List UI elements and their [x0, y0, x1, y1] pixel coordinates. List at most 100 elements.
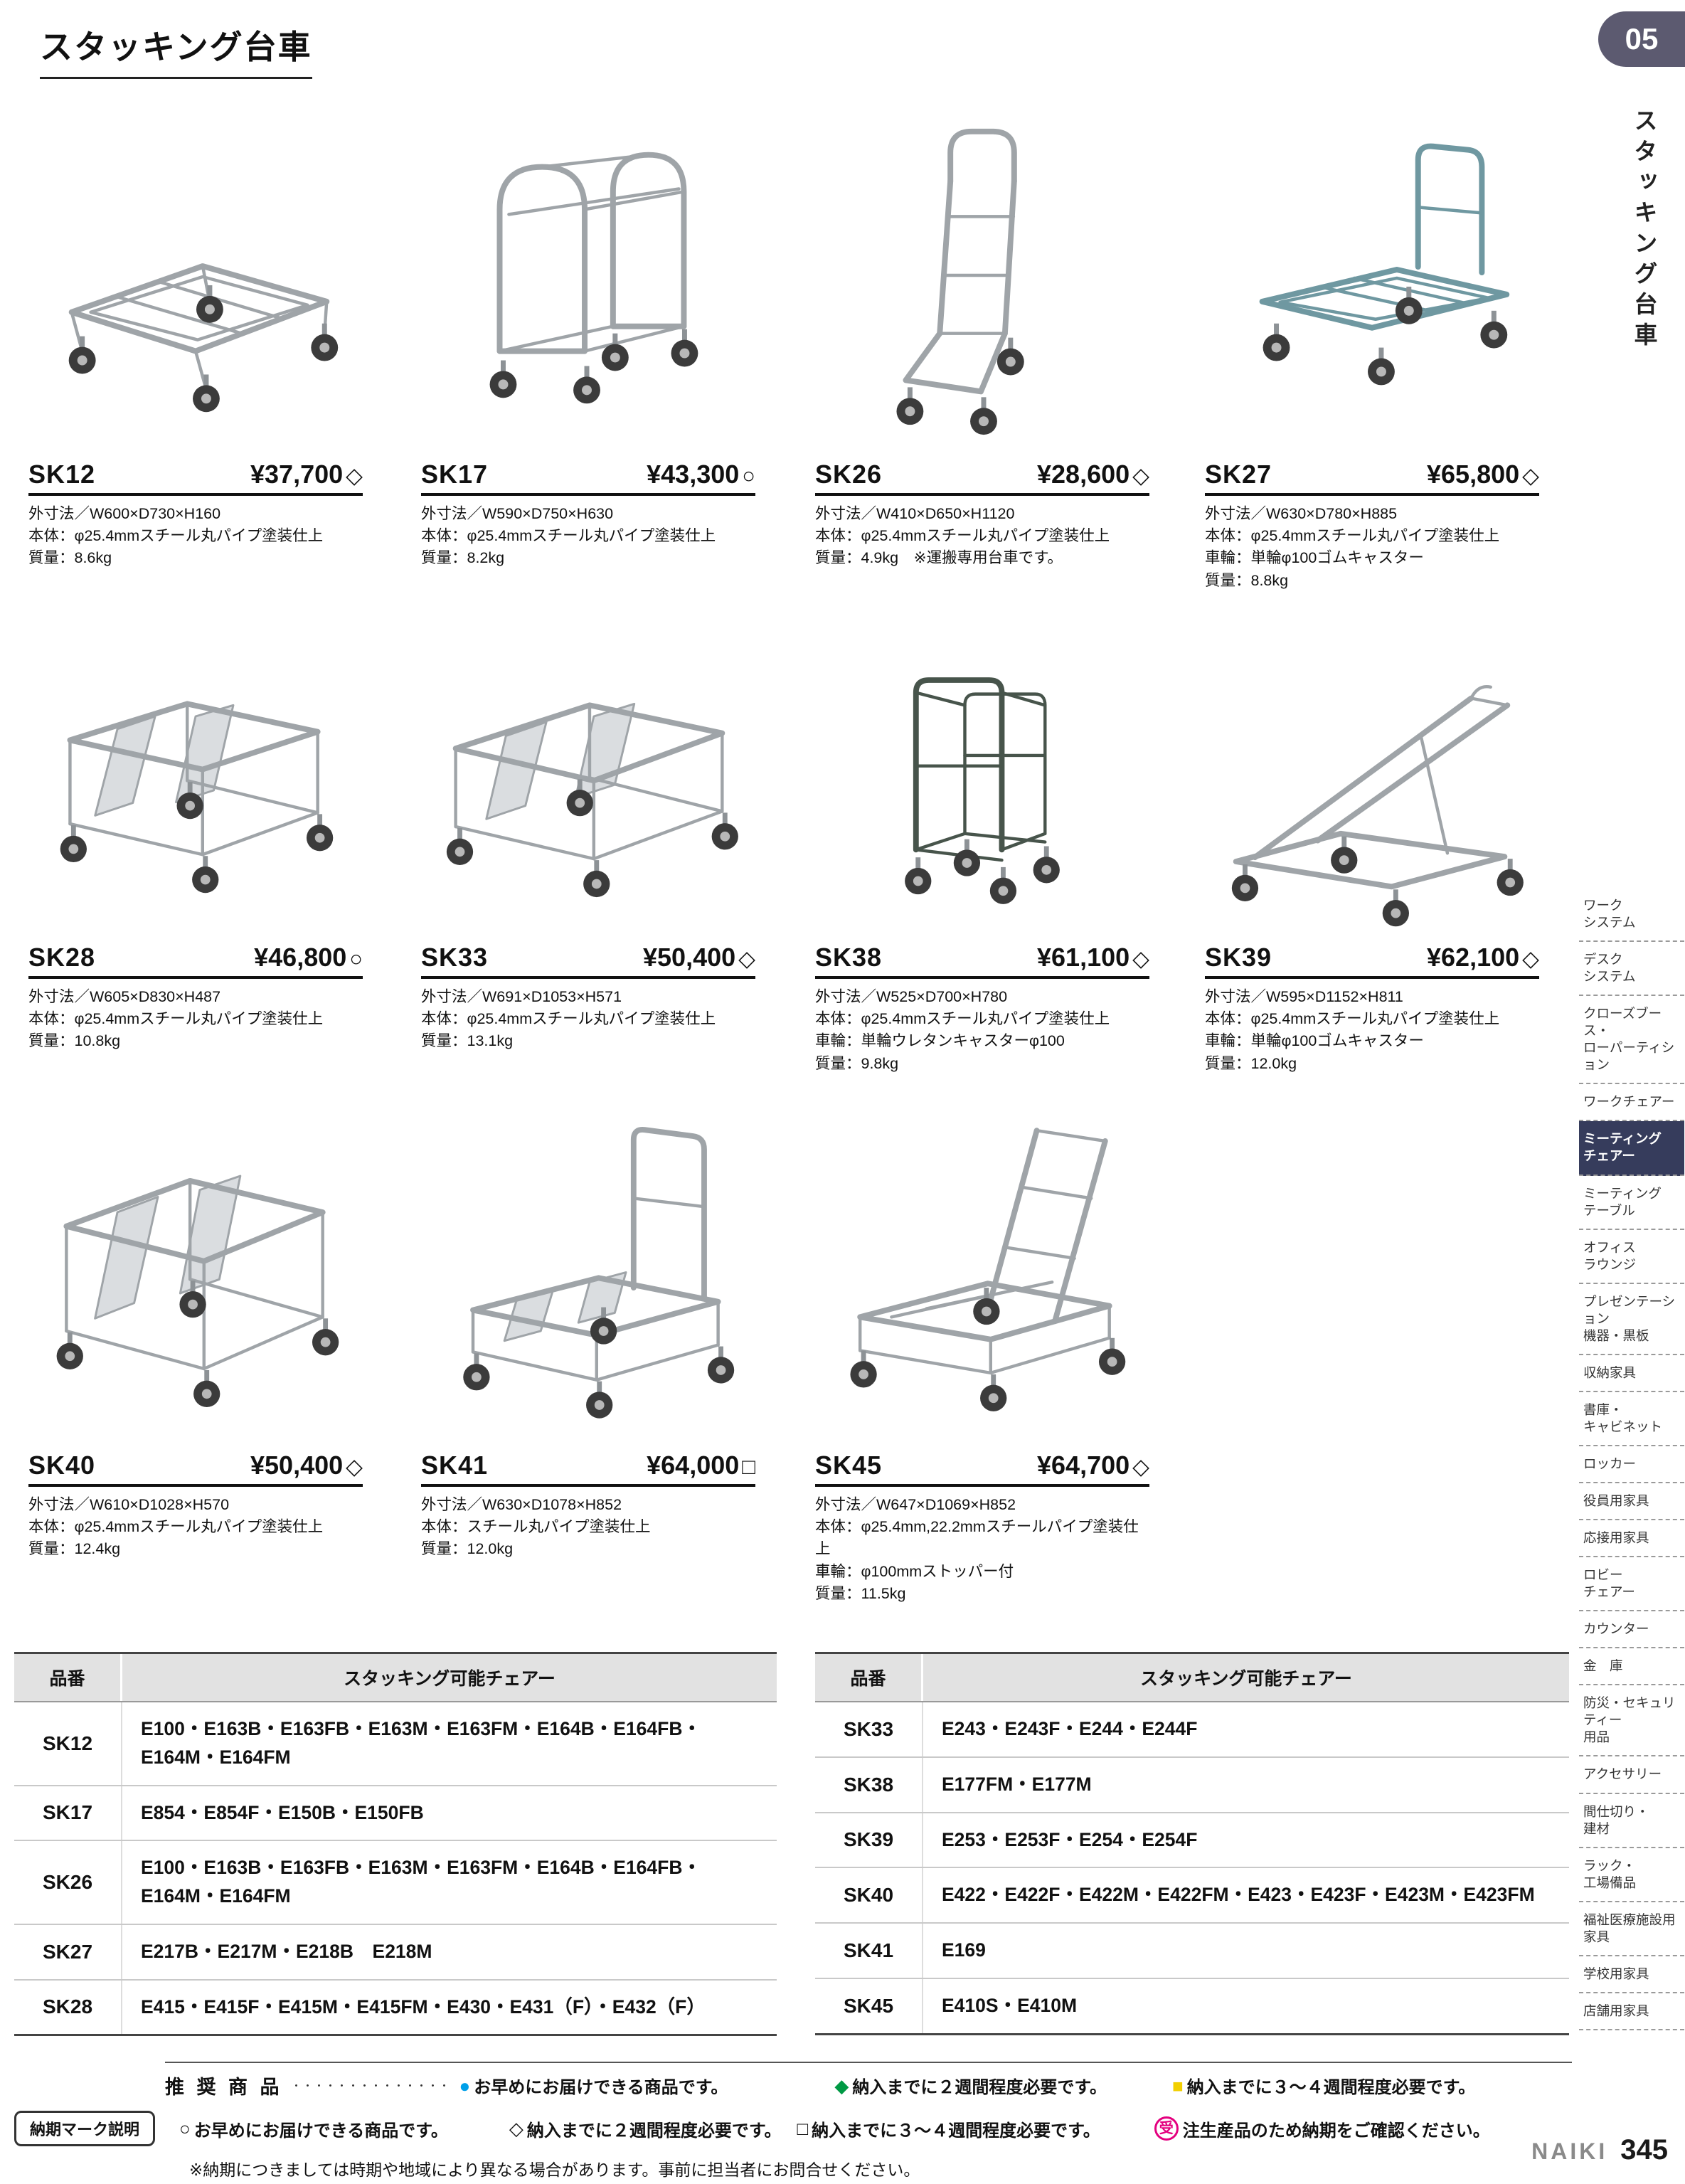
- made-to-order-mark: 受: [1154, 2116, 1179, 2141]
- product-card-sk28: SK28 ¥46,800○ 外寸法／W605×D830×H487 本体：φ25.…: [28, 644, 363, 1053]
- cell-code: SK27: [14, 1924, 122, 1979]
- product-name-row: SK12 ¥37,700◇: [28, 460, 363, 496]
- product-spec: 質量：8.2kg: [421, 549, 505, 567]
- product-image-sk45-handle-cart: [815, 1099, 1149, 1445]
- table-row: SK12 E100・E163B・E163FB・E163M・E163FM・E164…: [14, 1702, 777, 1786]
- product-spec: 本体：φ25.4mmスチール丸パイプ塗装仕上: [1205, 527, 1500, 545]
- sidebar-item-meeting-table[interactable]: ミーティング テーブル: [1579, 1176, 1684, 1230]
- sidebar-item-meeting-chair[interactable]: ミーティング チェアー: [1579, 1121, 1684, 1176]
- price-value: ¥62,100: [1427, 943, 1520, 972]
- product-code: SK40: [28, 1451, 96, 1480]
- yellow-square-mark: ■: [1171, 2074, 1184, 2096]
- delivery-mark: ○: [742, 463, 755, 488]
- product-image-sk12-flat-dolly: [28, 100, 363, 454]
- delivery-mark: ◇: [1132, 1454, 1149, 1479]
- product-spec: 外寸法／W590×D750×H630: [421, 505, 614, 522]
- legend-text: 納入までに３〜４週間程度必要です。: [1186, 2078, 1476, 2097]
- product-name-row: SK17 ¥43,300○: [421, 460, 755, 496]
- sidebar-item-accessory[interactable]: アクセサリー: [1579, 1756, 1684, 1794]
- cell-code: SK26: [14, 1841, 122, 1924]
- product-price: ¥28,600◇: [1037, 460, 1149, 489]
- category-sidebar: ワーク システム デスク システム クローズブース・ ローパーティション ワーク…: [1579, 888, 1684, 2030]
- sidebar-item-counter[interactable]: カウンター: [1579, 1611, 1684, 1649]
- sidebar-item-reception[interactable]: 応接用家具: [1579, 1520, 1684, 1558]
- legend-item: ◆納入までに２週間程度必要です。: [834, 2073, 1107, 2098]
- delivery-mark: ◇: [1522, 946, 1539, 971]
- cell-code: SK33: [815, 1702, 923, 1756]
- sidebar-item-shop[interactable]: 店舗用家具: [1579, 1993, 1684, 2030]
- product-spec: 本体：φ25.4mmスチール丸パイプ塗装仕上: [421, 1010, 716, 1028]
- white-circle-mark: ○: [179, 2118, 191, 2139]
- sidebar-item-cabinet[interactable]: 書庫・ キャビネット: [1579, 1392, 1684, 1446]
- sidebar-item-lobby-chair[interactable]: ロビー チェアー: [1579, 1557, 1684, 1612]
- product-card-sk45: SK45 ¥64,700◇ 外寸法／W647×D1069×H852 本体：φ25…: [815, 1099, 1149, 1605]
- table-row: SK26 E100・E163B・E163FB・E163M・E163FM・E164…: [14, 1841, 777, 1925]
- sidebar-item-booth-partition[interactable]: クローズブース・ ローパーティション: [1579, 996, 1684, 1085]
- sidebar-item-security[interactable]: 防災・セキュリティー 用品: [1579, 1685, 1684, 1757]
- product-spec: 外寸法／W595×D1152×H811: [1205, 988, 1403, 1005]
- product-code: SK33: [421, 943, 489, 972]
- sidebar-item-office-lounge[interactable]: オフィス ラウンジ: [1579, 1230, 1684, 1284]
- product-code: SK26: [815, 460, 883, 489]
- table-row: SK27 E217B・E217M・E218B E218M: [14, 1924, 777, 1981]
- cell-code: SK38: [815, 1757, 923, 1812]
- sidebar-item-executive[interactable]: 役員用家具: [1579, 1483, 1684, 1521]
- product-spec: 外寸法／W600×D730×H160: [28, 505, 221, 522]
- side-tab-title: スタッキング台車: [1631, 108, 1657, 353]
- legend-text: 納入までに３〜４週間程度必要です。: [812, 2121, 1100, 2141]
- product-spec: 本体：φ25.4mmスチール丸パイプ塗装仕上: [28, 1518, 324, 1536]
- product-specs: 外寸法／W647×D1069×H852 本体：φ25.4mm,22.2mmスチー…: [815, 1494, 1149, 1605]
- sidebar-item-welfare-medical[interactable]: 福祉医療施設用 家具: [1579, 1902, 1684, 1956]
- sidebar-item-school[interactable]: 学校用家具: [1579, 1956, 1684, 1993]
- cell-chairs: E217B・E217M・E218B E218M: [141, 1940, 432, 1962]
- legend-item: ■納入までに３〜４週間程度必要です。: [1172, 2073, 1475, 2098]
- white-square-mark: □: [797, 2118, 809, 2139]
- legend-item: ●お早めにお届けできる商品です。: [459, 2073, 728, 2098]
- product-spec: 外寸法／W647×D1069×H852: [815, 1496, 1016, 1513]
- product-spec: 質量：4.9kg ※運搬専用台車です。: [815, 549, 1063, 567]
- price-value: ¥64,000: [647, 1451, 740, 1480]
- product-image-sk39-sled-cart: [1205, 644, 1539, 937]
- price-value: ¥50,400: [643, 943, 736, 972]
- product-image-sk38-tall-cart: [815, 644, 1149, 937]
- legend-item: ◇納入までに２週間程度必要です。: [509, 2116, 782, 2141]
- sidebar-item-work-chair[interactable]: ワークチェアー: [1579, 1084, 1684, 1122]
- product-spec: 車輪：単輪φ100ゴムキャスター: [1205, 549, 1424, 567]
- sidebar-item-locker[interactable]: ロッカー: [1579, 1446, 1684, 1484]
- sidebar-item-partition-material[interactable]: 間仕切り・ 建材: [1579, 1794, 1684, 1848]
- page-number: 345: [1620, 2134, 1668, 2166]
- product-spec: 外寸法／W525×D700×H780: [815, 988, 1008, 1005]
- product-name-row: SK28 ¥46,800○: [28, 943, 363, 979]
- sidebar-item-desk-system[interactable]: デスク システム: [1579, 942, 1684, 997]
- product-specs: 外寸法／W605×D830×H487 本体：φ25.4mmスチール丸パイプ塗装仕…: [28, 986, 363, 1053]
- product-specs: 外寸法／W590×D750×H630 本体：φ25.4mmスチール丸パイプ塗装仕…: [421, 503, 755, 570]
- sidebar-item-storage[interactable]: 収納家具: [1579, 1355, 1684, 1392]
- col-header-chairs: スタッキング可能チェアー: [1140, 1669, 1352, 1689]
- cell-code: SK45: [815, 1978, 923, 2033]
- product-card-sk33: SK33 ¥50,400◇ 外寸法／W691×D1053×H571 本体：φ25…: [421, 644, 755, 1053]
- cell-chairs: E243・E243F・E244・E244F: [942, 1718, 1198, 1739]
- table-row: SK17 E854・E854F・E150B・E150FB: [14, 1786, 777, 1842]
- delivery-mark: ◇: [1132, 463, 1149, 488]
- product-price: ¥50,400◇: [250, 1451, 363, 1480]
- sidebar-item-safe[interactable]: 金 庫: [1579, 1648, 1684, 1686]
- sidebar-item-presentation[interactable]: プレゼンテーション 機器・黒板: [1579, 1284, 1684, 1355]
- delivery-mark: ◇: [1132, 946, 1149, 971]
- green-diamond-mark: ◆: [834, 2074, 849, 2096]
- product-specs: 外寸法／W630×D1078×H852 本体：スチール丸パイプ塗装仕上 質量：1…: [421, 1494, 755, 1561]
- price-value: ¥64,700: [1037, 1451, 1130, 1480]
- product-name-row: SK40 ¥50,400◇: [28, 1451, 363, 1487]
- col-header-chairs: スタッキング可能チェアー: [344, 1669, 556, 1689]
- product-specs: 外寸法／W525×D700×H780 本体：φ25.4mmスチール丸パイプ塗装仕…: [815, 986, 1149, 1075]
- product-spec: 本体：φ25.4mmスチール丸パイプ塗装仕上: [28, 527, 324, 545]
- sidebar-item-rack-factory[interactable]: ラック・ 工場備品: [1579, 1848, 1684, 1902]
- product-code: SK27: [1205, 460, 1272, 489]
- delivery-mark: ◇: [1522, 463, 1539, 488]
- sidebar-item-work-system[interactable]: ワーク システム: [1579, 888, 1684, 943]
- product-spec: 質量：12.0kg: [1205, 1054, 1297, 1072]
- product-code: SK12: [28, 460, 96, 489]
- product-spec: 本体：φ25.4mmスチール丸パイプ塗装仕上: [815, 1010, 1110, 1028]
- cell-chairs: E422・E422F・E422M・E422FM・E423・E423F・E423M…: [942, 1884, 1535, 1906]
- product-card-sk39: SK39 ¥62,100◇ 外寸法／W595×D1152×H811 本体：φ25…: [1205, 644, 1539, 1075]
- recommended-label: 推 奨 商 品: [165, 2077, 283, 2098]
